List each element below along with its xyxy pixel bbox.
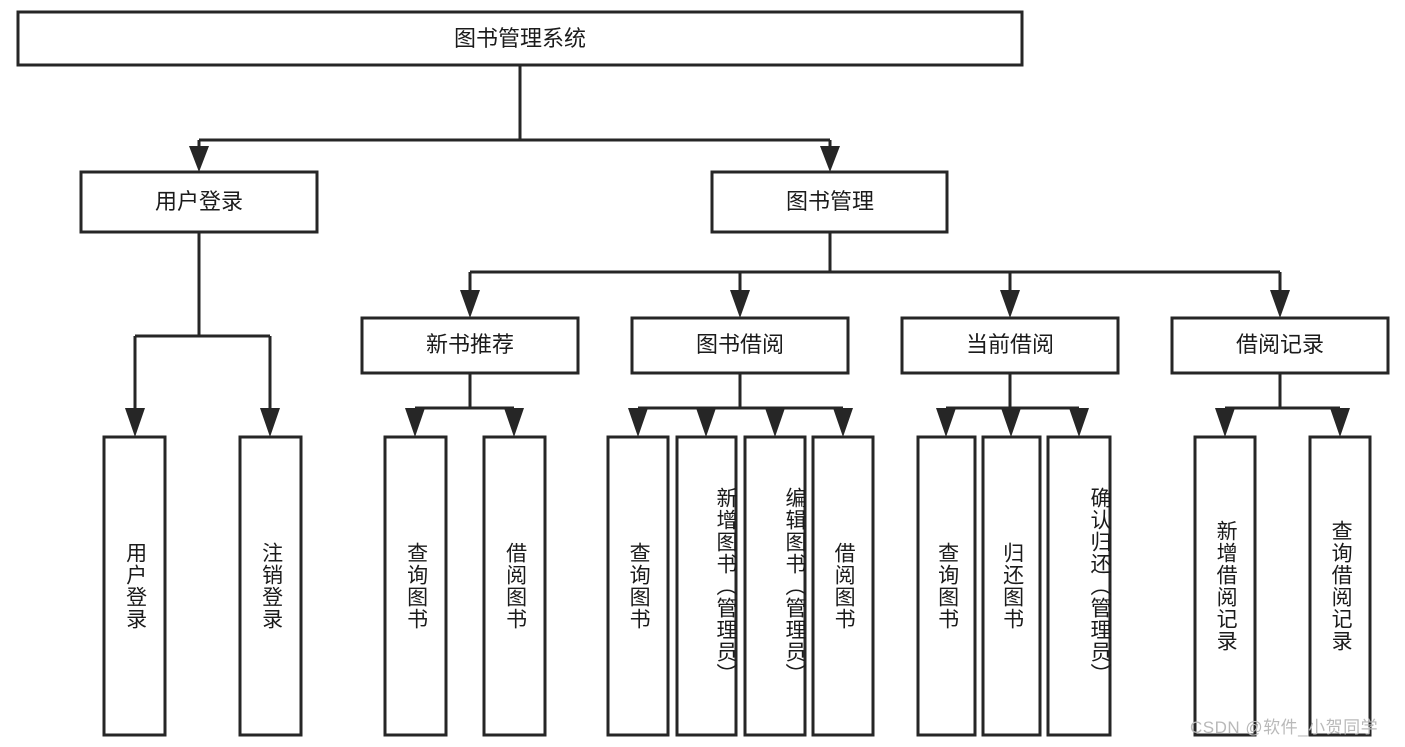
node-book-management[interactable]: 图书管理 — [710, 170, 949, 234]
arrow-userlogin-leaf-2 — [260, 408, 280, 437]
node-book-management-label: 图书管理 — [786, 189, 874, 214]
arrow-borrow-leaf-1 — [628, 408, 648, 437]
connector-group-root — [189, 65, 840, 172]
node-user-login-rect[interactable] — [79, 170, 319, 234]
connector-group-newbook — [405, 373, 524, 437]
node-book-borrow-rect[interactable] — [630, 316, 850, 375]
node-new-book-recommend-rect[interactable] — [360, 316, 580, 375]
node-current-borrow[interactable]: 当前借阅 — [900, 316, 1120, 375]
leaf-rect-query-book-current[interactable] — [916, 435, 977, 737]
node-user-login[interactable]: 用户登录 — [79, 170, 319, 234]
arrow-newbook-leaf-2 — [504, 408, 524, 437]
leaf-rect-add-book-admin[interactable] — [675, 435, 738, 737]
arrow-userlogin-leaf-1 — [125, 408, 145, 437]
arrow-bookmgmt-child-3 — [1000, 290, 1020, 318]
arrow-record-leaf-1 — [1215, 408, 1235, 437]
connector-group-current — [936, 373, 1089, 437]
connector-group-borrow — [628, 373, 853, 437]
leaf-rect-user-login[interactable] — [102, 435, 167, 737]
leaf-rect-confirm-return-admin[interactable] — [1046, 435, 1112, 737]
arrow-borrow-leaf-2 — [696, 408, 716, 437]
arrow-bookmgmt-child-1 — [460, 290, 480, 318]
node-current-borrow-rect[interactable] — [900, 316, 1120, 375]
leaf-rect-logout[interactable] — [238, 435, 303, 737]
arrow-current-leaf-1 — [936, 408, 956, 437]
arrow-root-to-userlogin — [189, 146, 209, 172]
arrow-root-to-bookmgmt — [820, 146, 840, 172]
node-borrow-record-rect[interactable] — [1170, 316, 1390, 375]
node-book-management-rect[interactable] — [710, 170, 949, 234]
leaf-rect-add-borrow-record[interactable] — [1193, 435, 1257, 737]
arrow-bookmgmt-child-2 — [730, 290, 750, 318]
node-root-rect[interactable] — [16, 10, 1024, 67]
leaf-rect-query-book-new[interactable] — [383, 435, 448, 737]
arrow-bookmgmt-child-4 — [1270, 290, 1290, 318]
arrow-newbook-leaf-1 — [405, 408, 425, 437]
node-borrow-record[interactable]: 借阅记录 — [1170, 316, 1390, 375]
connector-group-record — [1215, 373, 1350, 437]
leaf-rect-borrow-book[interactable] — [811, 435, 875, 737]
arrow-borrow-leaf-4 — [833, 408, 853, 437]
node-book-borrow-label: 图书借阅 — [696, 332, 784, 357]
arrow-record-leaf-2 — [1330, 408, 1350, 437]
node-new-book-recommend[interactable]: 新书推荐 — [360, 316, 580, 375]
arrow-borrow-leaf-3 — [765, 408, 785, 437]
arrow-current-leaf-3 — [1069, 408, 1089, 437]
leaf-rect-return-book[interactable] — [981, 435, 1042, 737]
leaf-rect-edit-book-admin[interactable] — [743, 435, 807, 737]
connector-group-bookmgmt — [460, 232, 1290, 318]
node-borrow-record-label: 借阅记录 — [1236, 332, 1324, 357]
csdn-watermark: CSDN @软件_小贺同学 — [1190, 718, 1379, 737]
node-current-borrow-label: 当前借阅 — [966, 332, 1054, 357]
node-root-label: 图书管理系统 — [454, 26, 586, 51]
node-new-book-recommend-label: 新书推荐 — [426, 332, 514, 357]
connector-group-userlogin — [125, 232, 280, 437]
node-root[interactable]: 图书管理系统 — [16, 10, 1024, 67]
node-book-borrow[interactable]: 图书借阅 — [630, 316, 850, 375]
leaf-rect-borrow-book-new[interactable] — [482, 435, 547, 737]
leaf-rect-query-book-borrow[interactable] — [606, 435, 670, 737]
arrow-current-leaf-2 — [1001, 408, 1021, 437]
leaf-rect-query-borrow-record[interactable] — [1308, 435, 1372, 737]
node-user-login-label: 用户登录 — [155, 189, 243, 214]
